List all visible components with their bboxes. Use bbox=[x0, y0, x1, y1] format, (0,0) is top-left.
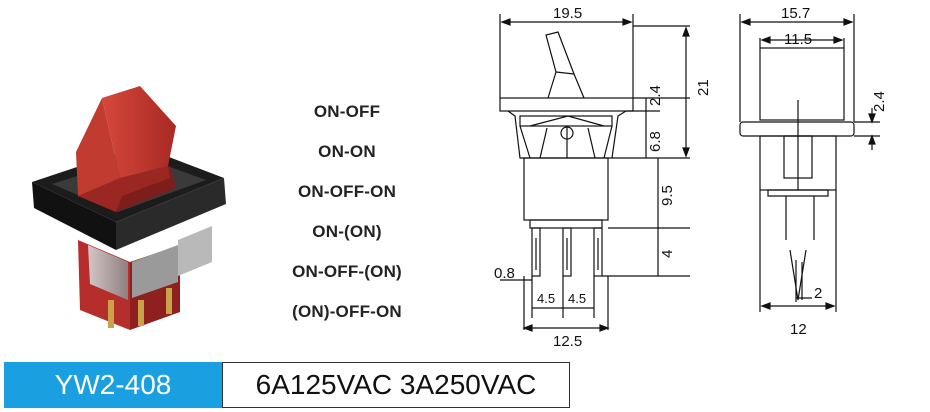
dim-side-flange-height: 2.4 bbox=[871, 91, 888, 112]
dim-pin-pitch-left: 4.5 bbox=[537, 291, 555, 306]
dim-terminal-length: 4 bbox=[659, 250, 676, 258]
config-item: ON-(ON) bbox=[312, 222, 382, 241]
config-item: ON-OFF bbox=[313, 102, 381, 121]
dimension-labels: 19.5 2.4 21 6.8 9.5 4 0.8 4.5 4.5 12.5 1… bbox=[494, 5, 888, 350]
product-photo bbox=[32, 86, 226, 330]
config-item: ON-OFF-(ON) bbox=[292, 262, 402, 281]
dim-terminal-thickness: 0.8 bbox=[494, 265, 515, 282]
dim-side-body-width: 12 bbox=[790, 321, 807, 338]
electrical-rating: 6A125VAC 3A250VAC bbox=[222, 362, 570, 408]
dim-body-lower-height: 9.5 bbox=[659, 185, 676, 206]
dim-body-upper-height: 6.8 bbox=[647, 131, 664, 152]
spec-footer: YW2-408 6A125VAC 3A250VAC bbox=[0, 361, 930, 412]
metal-bracket bbox=[88, 226, 212, 300]
rocker-actuator bbox=[76, 86, 176, 212]
dim-front-width: 19.5 bbox=[553, 5, 582, 22]
technical-drawing: 19.5 2.4 21 6.8 9.5 4 0.8 4.5 4.5 12.5 1… bbox=[494, 5, 888, 350]
front-view bbox=[499, 14, 690, 332]
side-view bbox=[739, 14, 880, 312]
dim-side-inner-width: 11.5 bbox=[784, 31, 812, 48]
dim-side-width: 15.7 bbox=[781, 5, 810, 22]
config-item: (ON)-OFF-ON bbox=[292, 302, 402, 321]
config-item: ON-ON bbox=[318, 142, 376, 161]
dim-total-height: 21 bbox=[695, 79, 712, 96]
terminal-pins bbox=[108, 288, 172, 328]
dim-side-terminal-width: 2 bbox=[814, 285, 822, 302]
dim-front-body-width: 12.5 bbox=[553, 333, 582, 350]
config-item: ON-OFF-ON bbox=[297, 182, 397, 201]
switch-configurations: ON-OFF ON-ON ON-OFF-ON ON-(ON) ON-OFF-(O… bbox=[262, 92, 432, 332]
dim-front-flange-height: 2.4 bbox=[647, 85, 664, 106]
dim-pin-pitch-right: 4.5 bbox=[568, 291, 586, 306]
model-number: YW2-408 bbox=[4, 362, 222, 408]
